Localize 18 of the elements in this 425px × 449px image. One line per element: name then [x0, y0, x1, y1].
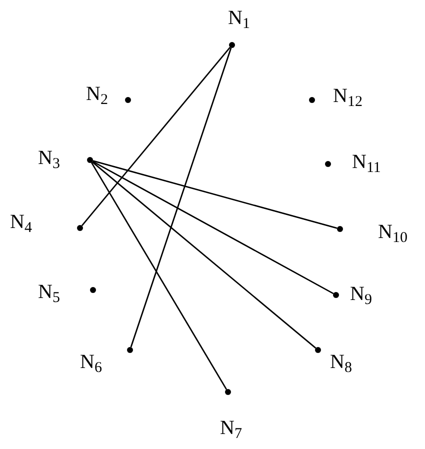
connector-line	[92, 160, 334, 294]
vertex-label: N$_{4}$	[10, 212, 32, 232]
vertex-label: N$_{8}$	[330, 352, 352, 372]
connector-line	[92, 161, 316, 349]
vertex-label: N$_{2}$	[86, 84, 108, 104]
connector-line	[81, 46, 231, 226]
vertex-label: N$_{3}$	[38, 148, 60, 168]
vertex-label: N$_{1}$	[228, 8, 250, 28]
connector-line	[92, 160, 338, 229]
vertex-label: N$_{5}$	[38, 282, 60, 302]
connector-line	[90, 162, 228, 390]
connector-line	[130, 48, 232, 348]
vertex-label: N$_{12}$	[333, 86, 362, 106]
vertex-label: N$_{7}$	[220, 418, 242, 438]
vertex-label: N$_{10}$	[378, 222, 408, 242]
vertex-label: N$_{6}$	[80, 352, 102, 372]
vertex-label: N$_{9}$	[350, 284, 372, 304]
vertex-label: N$_{11}$	[352, 152, 381, 172]
